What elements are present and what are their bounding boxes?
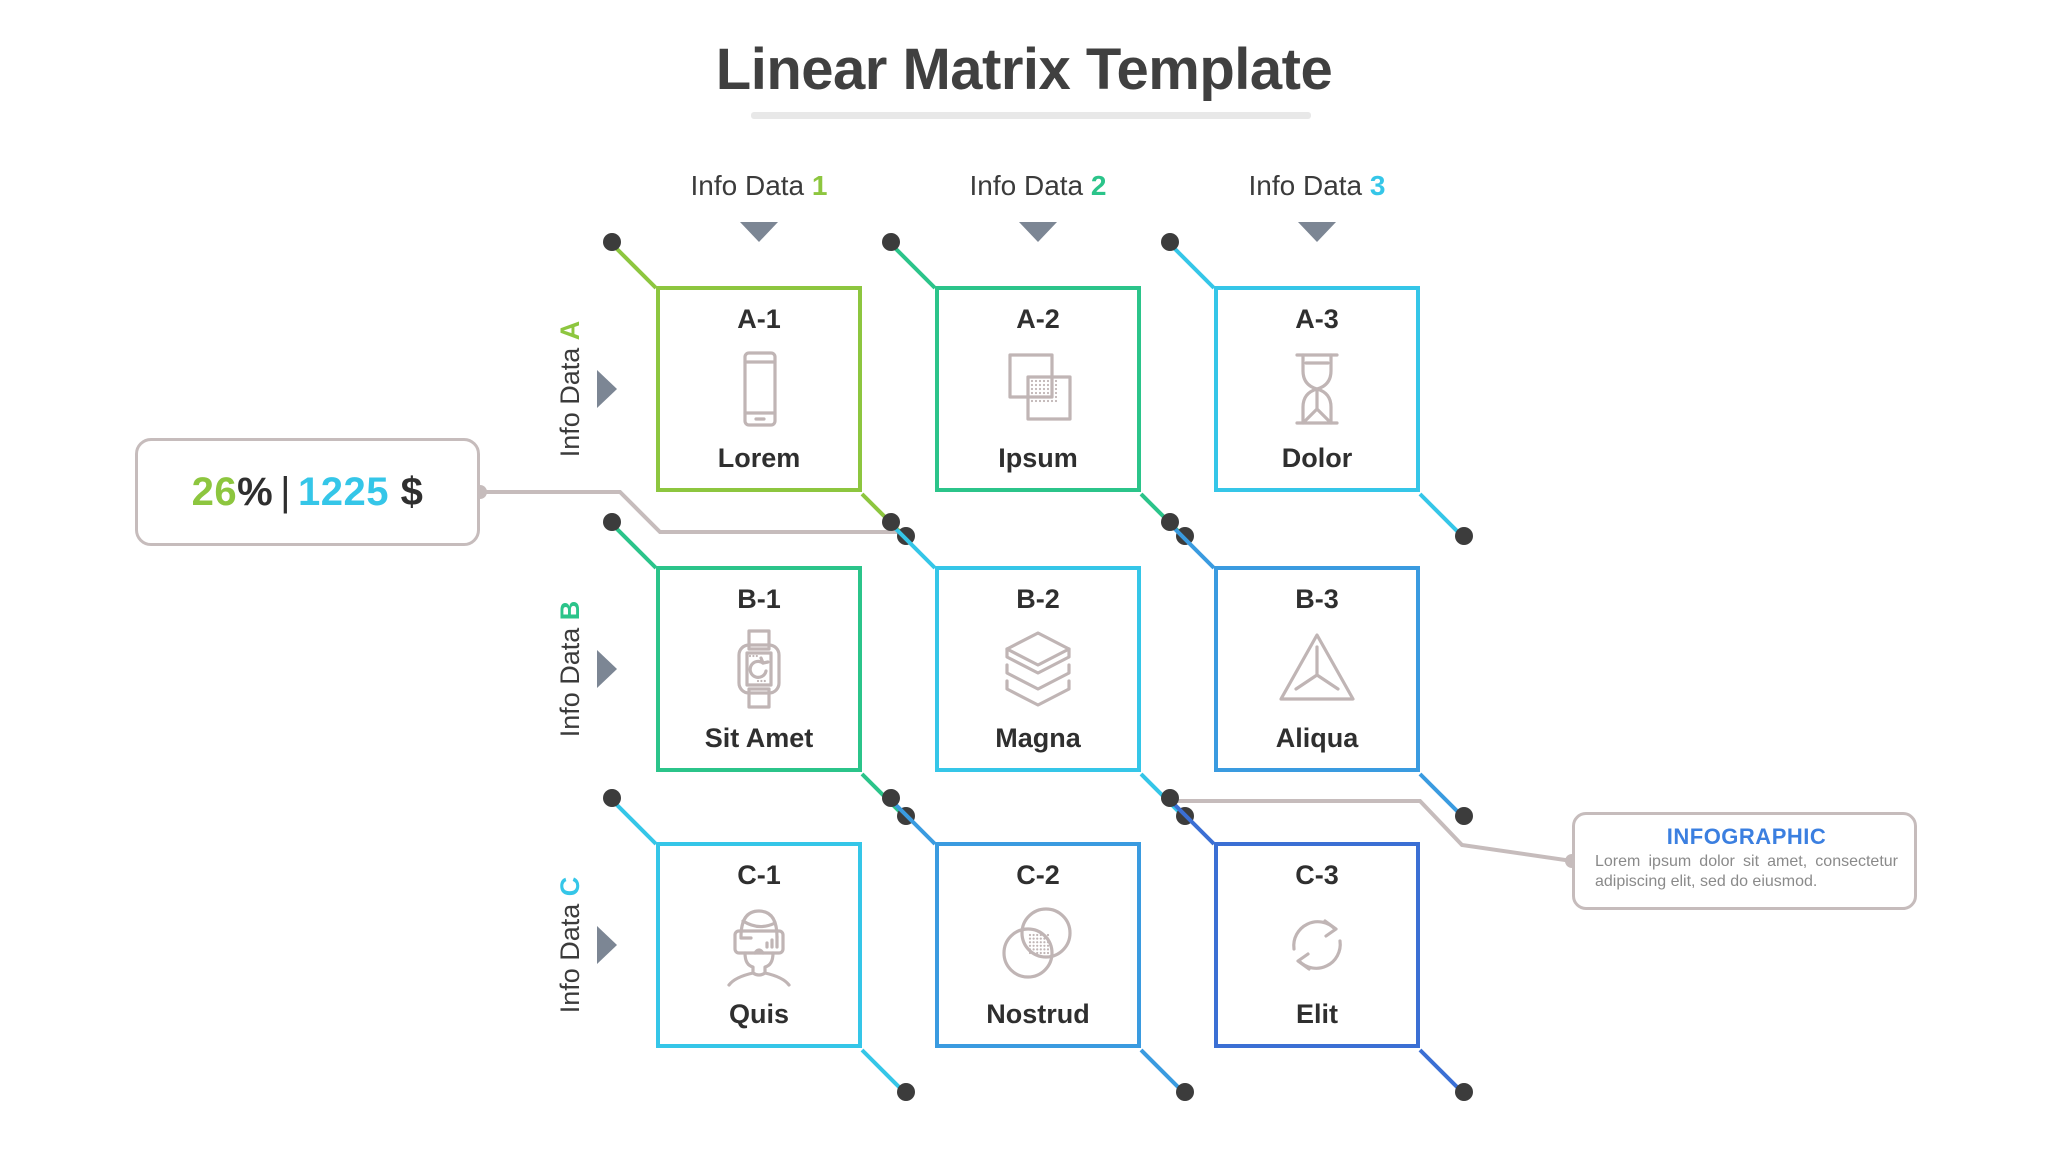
- row-header-letter: B: [555, 600, 585, 621]
- stat-percent-symbol: %: [237, 469, 274, 514]
- cell-corner-stub-topleft: [610, 522, 658, 570]
- cell-connector-dot: [882, 513, 900, 531]
- cell-corner-stub-topleft: [889, 242, 937, 290]
- cell-code: B-2: [1016, 584, 1060, 614]
- cell-code: B-1: [737, 584, 781, 614]
- row-header-C: Info Data C: [555, 825, 595, 1065]
- column-header-label: Info Data: [690, 170, 812, 201]
- triangle-down-icon: [1298, 222, 1336, 242]
- overlapping-circles-icon: [939, 902, 1137, 988]
- triangle-down-icon: [740, 222, 778, 242]
- smartphone-icon: [660, 346, 858, 432]
- cell-code: C-2: [1016, 860, 1060, 890]
- cell-caption: Nostrud: [986, 999, 1090, 1029]
- refresh-cycle-icon: [1218, 902, 1416, 988]
- stat-amount-value: 1225: [298, 469, 390, 514]
- infographic-callout-box[interactable]: INFOGRAPHIC Lorem ipsum dolor sit amet, …: [1572, 812, 1917, 910]
- cell-code: A-3: [1295, 304, 1339, 334]
- column-header-number: 1: [811, 170, 828, 201]
- triangle-right-icon: [597, 370, 617, 408]
- column-header-number: 2: [1090, 170, 1107, 201]
- cell-corner-stub-topleft: [610, 798, 658, 846]
- cell-code: B-3: [1295, 584, 1339, 614]
- vr-headset-person-icon: [660, 902, 858, 988]
- cell-connector-dot: [1161, 233, 1179, 251]
- triangle-right-icon: [597, 650, 617, 688]
- cell-caption: Lorem: [717, 443, 801, 473]
- cell-connector-dot: [1455, 527, 1473, 545]
- title-underline: [751, 112, 1311, 119]
- cell-caption: Sit Amet: [704, 723, 814, 753]
- row-header-letter: C: [555, 876, 585, 897]
- stat-separator: |: [280, 469, 292, 514]
- page-title: Linear Matrix Template: [715, 37, 1333, 102]
- infographic-body-text: Lorem ipsum dolor sit amet, consectetur …: [1595, 853, 1898, 891]
- cell-connector-dot: [882, 789, 900, 807]
- infographic-title: INFOGRAPHIC: [1666, 824, 1827, 849]
- cell-caption: Ipsum: [998, 443, 1078, 473]
- column-header-2: Info Data 2: [888, 170, 1188, 202]
- triangle-down-icon: [1019, 222, 1057, 242]
- cell-corner-stub-topleft: [889, 798, 937, 846]
- row-header-label: Info Data: [555, 620, 585, 738]
- column-header-label: Info Data: [969, 170, 1091, 201]
- cell-connector-dot: [603, 233, 621, 251]
- column-header-1: Info Data 1: [609, 170, 909, 202]
- stat-summary-box[interactable]: 26% | 1225 $: [135, 438, 480, 546]
- cell-connector-dot: [603, 513, 621, 531]
- cell-corner-stub-topleft: [1168, 242, 1216, 290]
- row-header-label: Info Data: [555, 896, 585, 1014]
- cell-connector-dot: [897, 1083, 915, 1101]
- stat-currency-symbol: $: [400, 469, 424, 514]
- column-header-number: 3: [1369, 170, 1386, 201]
- row-header-label: Info Data: [555, 340, 585, 458]
- cell-code: A-1: [737, 304, 781, 334]
- cell-connector-dot: [1161, 513, 1179, 531]
- cell-caption: Magna: [995, 723, 1081, 753]
- row-header-letter: A: [555, 320, 585, 341]
- hourglass-icon: [1218, 346, 1416, 432]
- smartwatch-icon: [660, 626, 858, 712]
- cell-code: C-1: [737, 860, 781, 890]
- cell-caption: Quis: [728, 999, 789, 1029]
- cell-connector-dot: [882, 233, 900, 251]
- triangle-fork-icon: [1218, 626, 1416, 712]
- stat-percent-value: 26: [191, 469, 238, 514]
- row-header-A: Info Data A: [555, 269, 595, 509]
- row-header-B: Info Data B: [555, 549, 595, 789]
- overlapping-squares-icon: [939, 346, 1137, 432]
- cell-connector-dot: [603, 789, 621, 807]
- cell-code: A-2: [1016, 304, 1060, 334]
- stacked-layers-icon: [939, 626, 1137, 712]
- triangle-right-icon: [597, 926, 617, 964]
- cell-caption: Dolor: [1281, 443, 1353, 473]
- cell-connector-dot: [1161, 789, 1179, 807]
- cell-connector-dot: [1455, 1083, 1473, 1101]
- cell-corner-stub-topleft: [610, 242, 658, 290]
- cell-code: C-3: [1295, 860, 1339, 890]
- cell-caption: Elit: [1295, 999, 1338, 1029]
- cell-connector-dot: [1455, 807, 1473, 825]
- cell-corner-stub-topleft: [1168, 798, 1216, 846]
- column-header-label: Info Data: [1248, 170, 1370, 201]
- cell-connector-dot: [1176, 1083, 1194, 1101]
- column-header-3: Info Data 3: [1167, 170, 1467, 202]
- cell-caption: Aliqua: [1275, 723, 1359, 753]
